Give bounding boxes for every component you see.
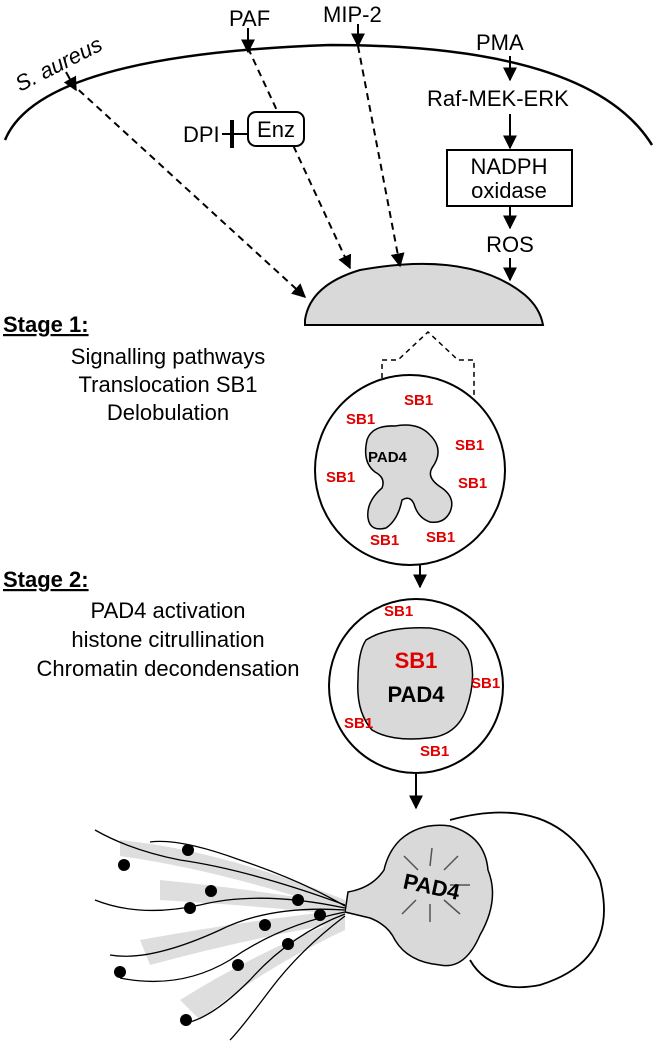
translocation-arrow	[381, 330, 475, 432]
nucleus-lobulated	[364, 424, 453, 530]
ros-label: ROS	[486, 232, 534, 257]
pad4-burst-icon	[401, 847, 470, 922]
saureus-arrow	[69, 81, 307, 298]
sb1-label: SB1	[455, 437, 484, 454]
sb1-label: SB1	[344, 715, 373, 732]
enz-box	[247, 111, 305, 147]
paf-arrow	[247, 47, 352, 270]
stage1-line: Translocation SB1	[79, 372, 258, 397]
sb1-label: SB1	[346, 411, 375, 428]
target-granule	[304, 262, 545, 326]
pad4-label-cell2: PAD4	[387, 682, 445, 707]
sb1-label: SB1	[426, 529, 455, 546]
pad4-label-cell1: PAD4	[368, 449, 408, 466]
stage2-line: PAD4 activation	[91, 598, 246, 623]
sb1-label: SB1	[420, 743, 449, 760]
sb1-label: SB1	[458, 475, 487, 492]
cell-membrane	[3, 43, 654, 146]
pma-label: PMA	[476, 30, 524, 55]
saureus-entry-mark	[63, 71, 77, 92]
nadph-label: NADPH	[470, 154, 547, 179]
stage2-line: Chromatin decondensation	[37, 656, 300, 681]
stage1-title: Stage 1:	[3, 312, 89, 337]
stage2-line: histone citrullination	[71, 627, 264, 652]
net-cell-outline	[449, 811, 605, 989]
sb1-label: SB1	[326, 469, 355, 486]
sb1-label: SB1	[384, 603, 413, 620]
paf-label: PAF	[229, 6, 270, 31]
s-aureus-label: S. aureus	[11, 31, 106, 96]
chromatin-beads	[114, 844, 326, 1026]
net-nucleus	[344, 824, 494, 967]
sb1-label: SB1	[404, 392, 433, 409]
oxidase-label: oxidase	[471, 178, 547, 203]
sb1-label: SB1	[370, 532, 399, 549]
stage1-line: Signalling pathways	[71, 344, 265, 369]
dpi-label: DPI	[183, 122, 220, 147]
nucleus-decondensed	[357, 627, 474, 740]
sb1-center-label: SB1	[395, 648, 438, 673]
enz-label: Enz	[257, 117, 295, 142]
stage2-title: Stage 2:	[3, 567, 89, 592]
mip2-arrow	[357, 45, 405, 268]
stage1-line: Delobulation	[107, 400, 229, 425]
sb1-label: SB1	[471, 675, 500, 692]
raf-mek-erk-label: Raf-MEK-ERK	[427, 86, 569, 111]
mip2-label: MIP-2	[323, 2, 382, 27]
